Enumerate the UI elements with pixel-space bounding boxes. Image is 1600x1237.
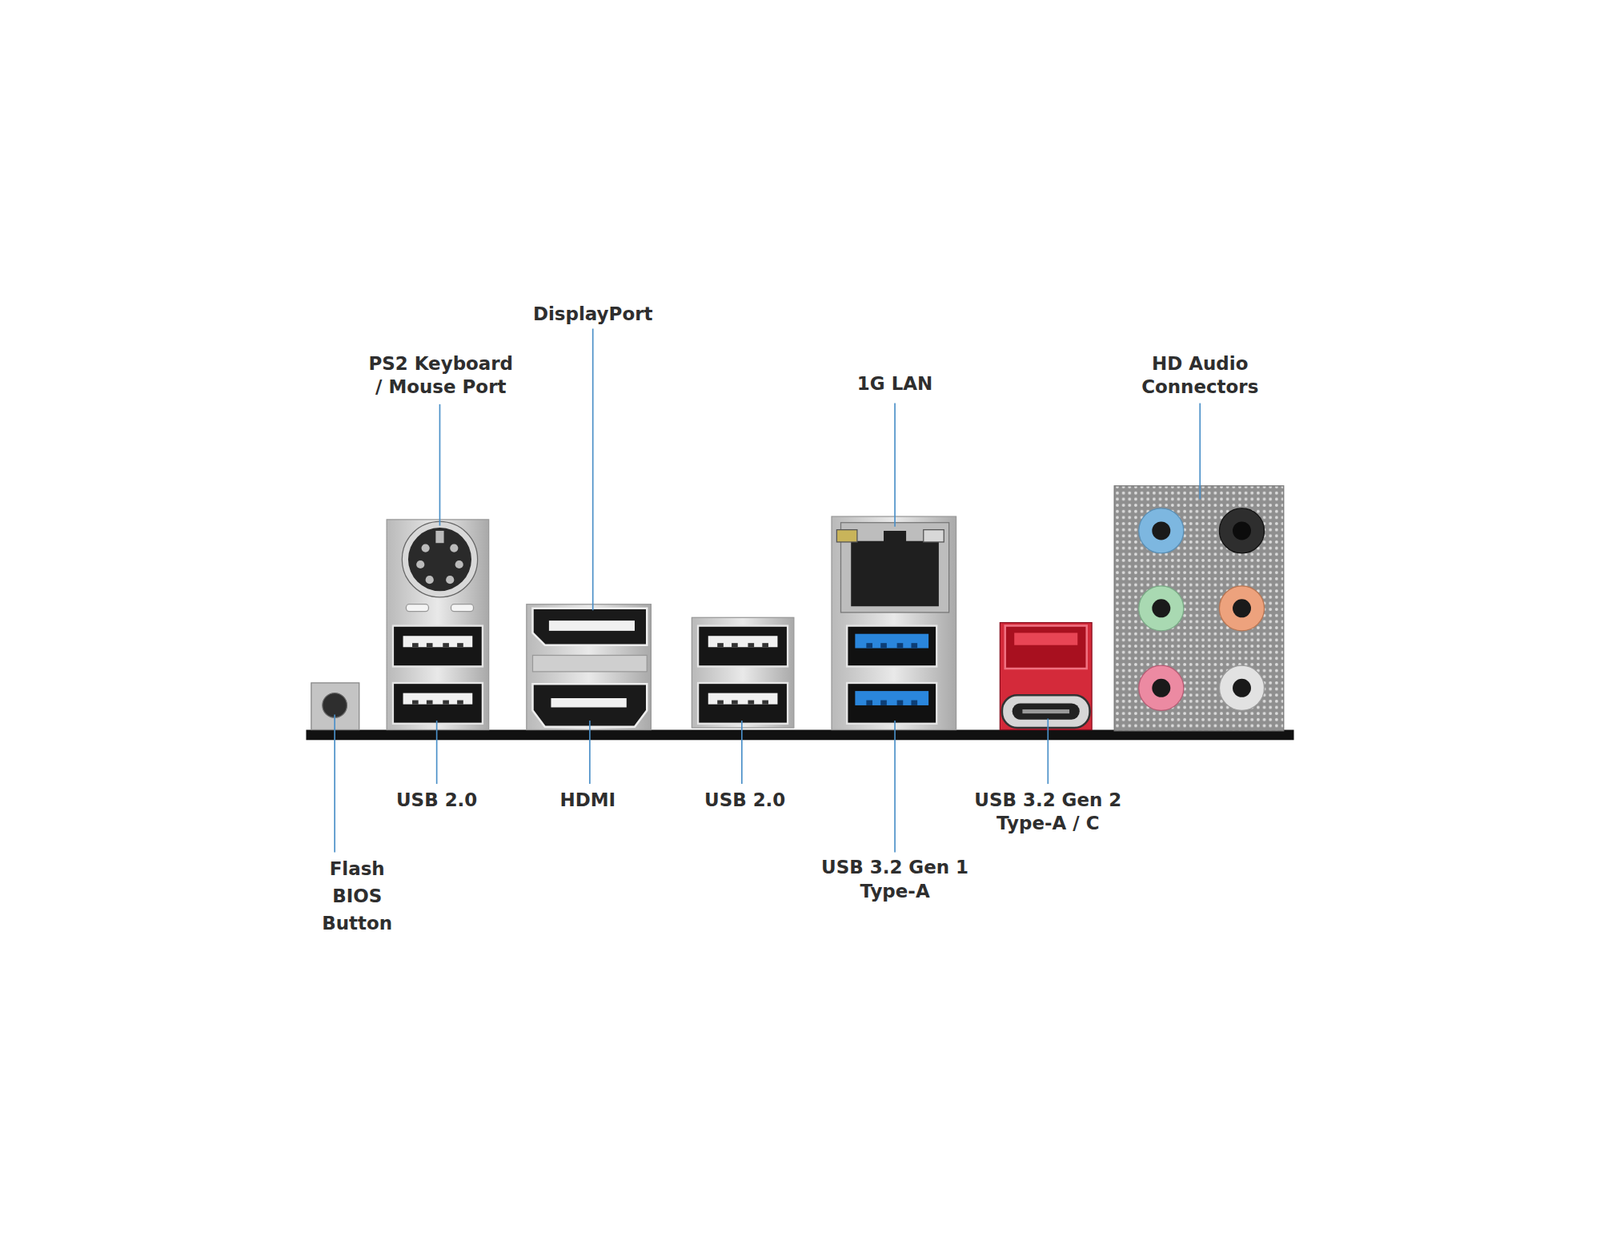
port-shield [999,622,1092,730]
usb-a-socket [1005,625,1087,669]
leader-line [589,720,591,784]
leader-line [894,720,896,852]
port-shield [831,516,957,730]
port-shield [691,617,794,728]
callout-label: 1G LAN [782,370,1007,394]
leader-line [1198,403,1201,500]
leader-line [333,713,336,852]
usb-a-tongue [1014,632,1078,645]
ps2-socket [408,527,472,591]
callout-label: HDMI [475,787,700,811]
callout-label: PS2 Keyboard / Mouse Port [364,350,518,398]
audio-jack [1219,508,1264,554]
ps2-usb-stack [386,519,489,730]
shield-tab [405,604,429,612]
usb-c-opening [1012,702,1080,719]
callout-label: HD Audio Connectors [1133,350,1267,398]
displayport-tongue [549,620,635,631]
callout-label: Flash BIOS Button [316,853,398,936]
usb-port [697,625,788,666]
usb-port [846,682,937,724]
leader-line [894,403,896,527]
usb-c-tongue [1022,709,1070,714]
jack-hole [1232,521,1252,540]
hdmi-tongue [550,697,626,707]
leader-line [436,720,438,784]
jack-hole [1232,678,1252,698]
ps2-pin [421,544,430,553]
callout-label: USB 3.2 Gen 1 Type-A [810,854,979,903]
usb-port [392,682,483,724]
usb-port [697,682,788,724]
audio-jack [1138,508,1184,554]
leader-line [439,404,442,526]
usb-c-socket [1002,694,1091,728]
led [923,529,944,542]
usb-port [846,625,937,666]
callout-label: USB 2.0 [632,787,857,811]
audio-jack [1138,585,1184,631]
usb-stack [691,617,794,728]
ps2-pin [416,560,425,569]
ps2-pin [449,544,458,553]
jack-hole [1151,521,1171,540]
jack-hole [1151,678,1171,698]
ps2-rim [401,521,478,597]
lan-usb-stack [831,516,957,730]
hdmi-socket [532,683,647,727]
shield-tab [450,604,474,612]
jack-hole [1232,598,1252,618]
callout-label: USB 2.0 [324,787,549,811]
ps2-key [435,530,444,543]
leader-lines [334,328,1200,853]
button-cap [322,693,348,718]
leader-line [741,720,743,784]
leader-line [592,328,594,611]
audio-jack [1219,585,1264,631]
usb-gen2-stack [999,622,1092,730]
usb-port [392,625,483,666]
audio-jack [1138,665,1184,710]
callout-label: USB 3.2 Gen 2 Type-A / C [963,787,1132,835]
audio-shield [1114,485,1284,731]
shield-tab [532,654,647,671]
ps2-pin [425,575,434,584]
ps2-pin [445,575,454,584]
jack-hole [1151,598,1171,618]
audio-jack [1219,665,1264,710]
port-shield [526,604,652,730]
callout-label: DisplayPort [480,301,705,325]
port-shield [386,519,489,730]
ps2-pin [455,560,464,569]
led [836,529,857,542]
displayport-socket [532,608,647,646]
video-stack [526,604,652,730]
audio-block [1114,485,1284,731]
leader-line [1046,718,1049,785]
